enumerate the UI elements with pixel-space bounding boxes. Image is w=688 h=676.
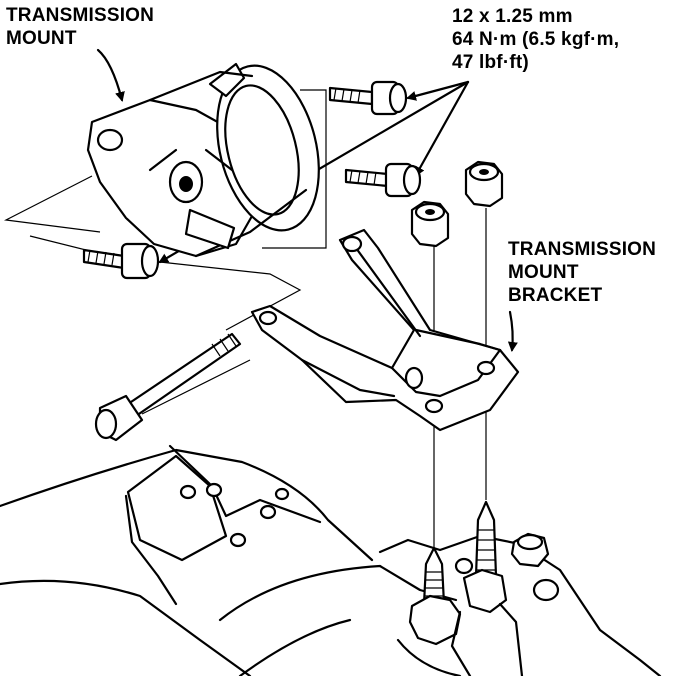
- transmission-mount-label-line2: MOUNT: [6, 28, 77, 49]
- arrow-icon: [414, 80, 470, 177]
- lower-bolt: [82, 242, 160, 280]
- bolt-spec-label: 12 x 1.25 mm 64 N·m (6.5 kgf·m, 47 lbf·f…: [452, 5, 619, 74]
- mount-bracket-label-line1: TRANSMISSION: [508, 239, 657, 260]
- stud-left: [408, 546, 462, 646]
- mount-bracket: [250, 228, 520, 432]
- transmission-housing: [0, 444, 662, 676]
- nut-right: [464, 160, 504, 208]
- mount-bracket-label-line3: BRACKET: [508, 285, 603, 306]
- bolt-icon: [126, 332, 242, 418]
- transmission-mount: [86, 62, 320, 258]
- arrow-icon: [96, 48, 125, 102]
- transmission-mount-label-line1: TRANSMISSION: [6, 5, 155, 26]
- upper-bolt: [328, 80, 408, 116]
- housing-nut: [510, 532, 550, 568]
- mount-bracket-label-line2: MOUNT: [508, 262, 579, 283]
- arrow-icon: [507, 310, 518, 352]
- bolt-spec-line2: 64 N·m (6.5 kgf·m,: [452, 29, 620, 50]
- middle-bolt: [344, 162, 422, 198]
- arrow-icon: [406, 80, 470, 101]
- bolt-spec-line1: 12 x 1.25 mm: [452, 6, 573, 27]
- stud-icon: [474, 500, 498, 578]
- nut-left: [410, 200, 450, 248]
- bolt-spec-line3: 47 lbf·ft): [452, 52, 529, 73]
- housing-detail: [396, 557, 560, 676]
- stud-icon: [422, 546, 446, 606]
- mount-bracket-label: TRANSMISSION MOUNT BRACKET: [508, 238, 656, 307]
- transmission-mount-label: TRANSMISSION MOUNT: [6, 4, 154, 50]
- stud-right: [462, 500, 508, 614]
- through-bolt: [94, 332, 242, 442]
